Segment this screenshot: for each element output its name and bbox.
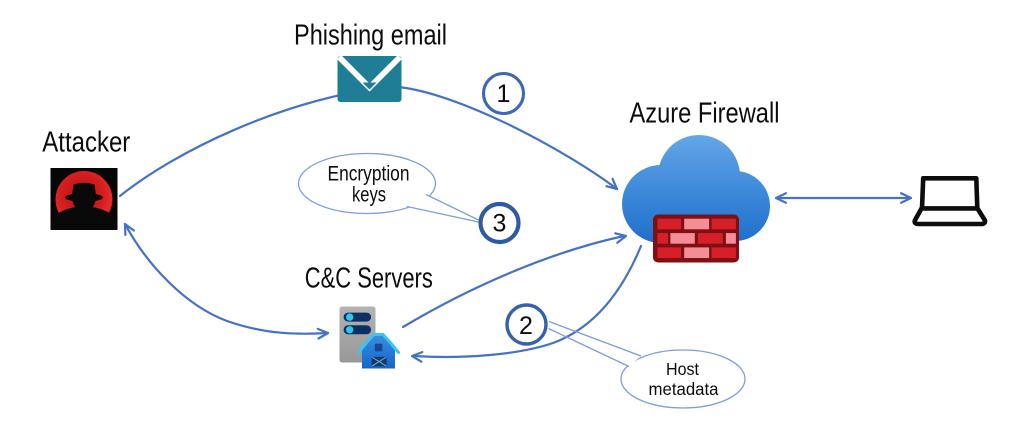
svg-text:metadata: metadata	[649, 379, 719, 399]
svg-text:Attacker: Attacker	[42, 127, 130, 159]
svg-text:C&C Servers: C&C Servers	[305, 263, 433, 295]
svg-text:keys: keys	[352, 183, 386, 207]
svg-text:Phishing email: Phishing email	[294, 20, 447, 52]
svg-text:Azure Firewall: Azure Firewall	[630, 98, 780, 130]
svg-text:1: 1	[497, 80, 511, 108]
svg-text:Encryption: Encryption	[328, 162, 410, 186]
svg-text:2: 2	[519, 312, 533, 340]
svg-text:Host: Host	[666, 359, 699, 379]
svg-text:3: 3	[493, 210, 507, 238]
